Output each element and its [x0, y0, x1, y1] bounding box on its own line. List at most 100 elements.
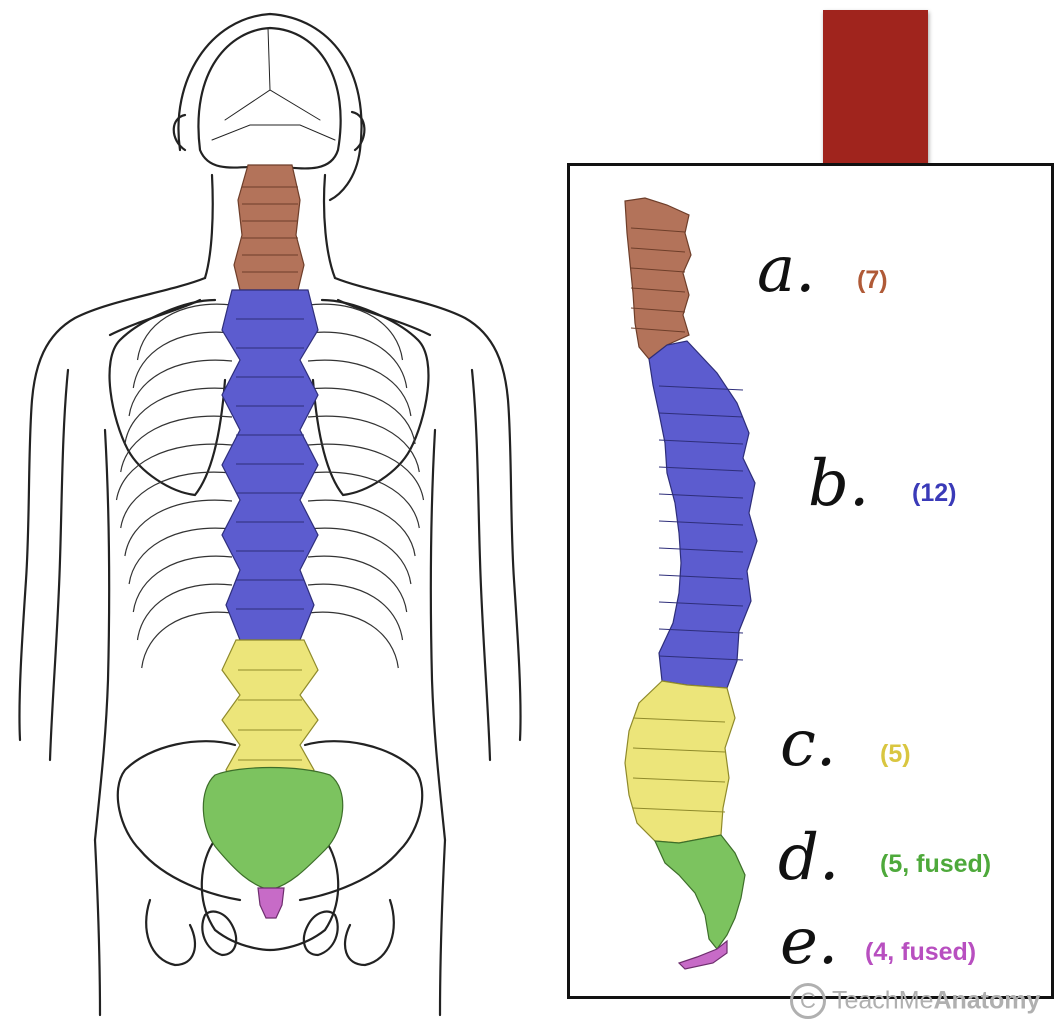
lateral-vertebra-line: [658, 574, 744, 580]
lateral-vertebra-line: [658, 412, 744, 418]
lateral-vertebra-line: [630, 227, 686, 233]
rib-right: [307, 331, 408, 389]
lateral-vertebra-line: [658, 493, 744, 499]
lateral-vertebra-line: [630, 247, 686, 253]
head-outline: [177, 12, 363, 202]
body-outline: [18, 12, 522, 1017]
left-scapula: [108, 298, 227, 497]
rib-left: [136, 583, 233, 641]
left-ear: [172, 113, 187, 152]
left-ilium: [116, 740, 242, 902]
lateral-vertebra-line: [630, 287, 686, 293]
rib-right: [307, 471, 420, 529]
rib-right: [307, 555, 408, 613]
neck-right: [322, 173, 337, 280]
left-leg: [93, 838, 102, 1017]
lateral-vertebra-line: [632, 717, 726, 723]
rib-right: [307, 303, 404, 361]
left-torso: [93, 428, 111, 842]
rib-left: [124, 387, 233, 445]
cervical-region: [233, 164, 305, 291]
skull-suture: [211, 27, 336, 141]
left-inner-arm: [48, 368, 70, 762]
decorative-red-tab: [823, 10, 928, 170]
lateral-vertebra-line: [658, 520, 744, 526]
left-pelvic-inner: [200, 838, 272, 952]
right-scapula: [311, 298, 430, 497]
label-d-letter: d.: [778, 821, 840, 895]
thoracic-region: [221, 289, 319, 641]
right-torso: [429, 428, 447, 842]
rib-cage: [115, 303, 425, 669]
watermark-suffix: Anatomy: [933, 986, 1041, 1015]
rib-left: [128, 359, 233, 417]
lateral-spine-illustration: [624, 197, 758, 970]
label-d-count: (5, fused): [880, 850, 992, 878]
lateral-coccyx: [677, 939, 728, 970]
left-shoulder: [18, 276, 207, 742]
lateral-lumbar: [624, 680, 736, 844]
neck-left: [203, 173, 214, 280]
lateral-vertebra-line: [630, 307, 686, 313]
label-b-letter: b.: [808, 447, 870, 521]
lateral-vertebra-line: [658, 385, 744, 391]
left-clavicle: [108, 298, 202, 337]
lateral-sacrum: [654, 834, 746, 950]
rib-left: [136, 303, 233, 361]
rib-right: [307, 499, 416, 557]
copyright-symbol: C: [790, 983, 826, 1019]
lateral-vertebra-line: [658, 466, 744, 472]
right-obturator: [302, 910, 339, 957]
label-c-letter: c.: [780, 707, 837, 781]
sacrum-region: [202, 766, 344, 891]
lateral-thoracic: [648, 340, 758, 689]
rib-left: [124, 499, 233, 557]
lateral-vertebra-line: [658, 547, 744, 553]
right-leg: [438, 838, 447, 1017]
rib-left: [128, 527, 233, 585]
left-femur-head: [145, 898, 197, 967]
right-femur-head: [343, 898, 395, 967]
vertebra-divisions: [236, 186, 304, 761]
right-shoulder: [333, 276, 522, 742]
lateral-vertebra-line: [632, 747, 726, 753]
right-clavicle: [336, 298, 432, 337]
lateral-vertebra-line: [632, 807, 726, 813]
rib-left: [132, 331, 233, 389]
lateral-vertebra-line: [632, 777, 726, 783]
rib-right: [307, 387, 416, 445]
rib-right: [307, 359, 412, 417]
lateral-cervical: [624, 197, 692, 360]
posterior-spine-figure: [18, 12, 522, 1017]
rib-left: [115, 443, 233, 501]
rib-right: [307, 611, 399, 669]
rib-right: [307, 583, 404, 641]
lateral-vertebra-line: [658, 601, 744, 607]
rib-left: [120, 471, 233, 529]
right-pelvic-inner: [268, 838, 340, 952]
label-b-count: (12): [912, 479, 957, 507]
lateral-vertebra-line: [658, 439, 744, 445]
label-e-letter: e.: [780, 905, 839, 979]
label-a-count: (7): [857, 266, 888, 294]
rib-left: [132, 555, 233, 613]
lateral-vertebra-line: [658, 628, 744, 634]
right-ilium: [298, 740, 424, 902]
right-inner-arm: [470, 368, 492, 762]
watermark-prefix: TeachMe: [832, 986, 934, 1015]
rib-left: [141, 611, 233, 669]
label-e-count: (4, fused): [865, 938, 977, 966]
rib-right: [307, 443, 425, 501]
rib-left: [120, 415, 233, 473]
lateral-vertebra-divisions: [630, 227, 744, 813]
label-a-letter: a.: [757, 233, 816, 307]
label-c-count: (5): [880, 740, 911, 768]
right-ear: [350, 110, 366, 152]
left-obturator: [201, 910, 238, 957]
coccyx-region: [257, 887, 285, 919]
rib-right: [307, 527, 412, 585]
spine-column: [202, 164, 344, 919]
skull-outline: [197, 26, 342, 170]
lateral-vertebra-line: [658, 655, 744, 661]
